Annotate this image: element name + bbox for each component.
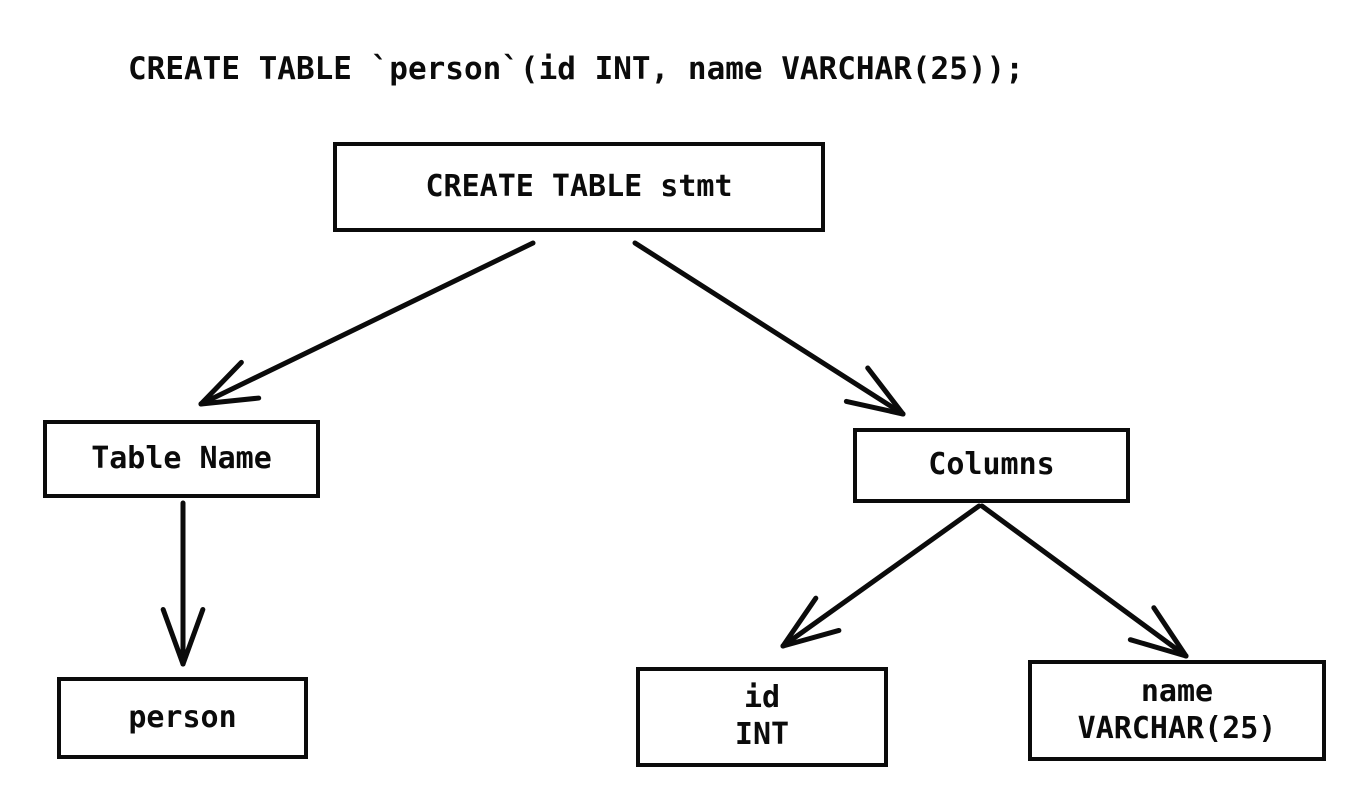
node-column-name-name: name: [1140, 673, 1214, 709]
node-person-label: person: [128, 699, 237, 735]
node-columns-label: Columns: [928, 447, 1055, 483]
edge-columns-to-col_name: [979, 503, 1189, 659]
node-columns: Columns: [853, 428, 1130, 503]
node-column-id-name: id: [743, 680, 781, 716]
node-column-name: name VARCHAR(25): [1028, 660, 1326, 761]
node-column-id-type: INT: [734, 717, 790, 752]
edge-table_name-to-person: [160, 500, 206, 667]
node-create-table-stmt: CREATE TABLE stmt: [333, 142, 825, 232]
edge-root-to-table_name: [198, 240, 536, 407]
edge-root-to-columns: [632, 240, 906, 417]
node-table-name-label: Table Name: [91, 440, 272, 476]
node-create-table-stmt-label: CREATE TABLE stmt: [425, 168, 733, 204]
node-column-name-type: VARCHAR(25): [1077, 710, 1277, 746]
node-table-name: Table Name: [43, 420, 320, 498]
edge-columns-to-col_id: [780, 503, 982, 649]
node-person: person: [57, 677, 308, 759]
node-column-id: id INT: [636, 667, 888, 767]
sql-statement-text: CREATE TABLE `person`(id INT, name VARCH…: [128, 51, 1024, 87]
